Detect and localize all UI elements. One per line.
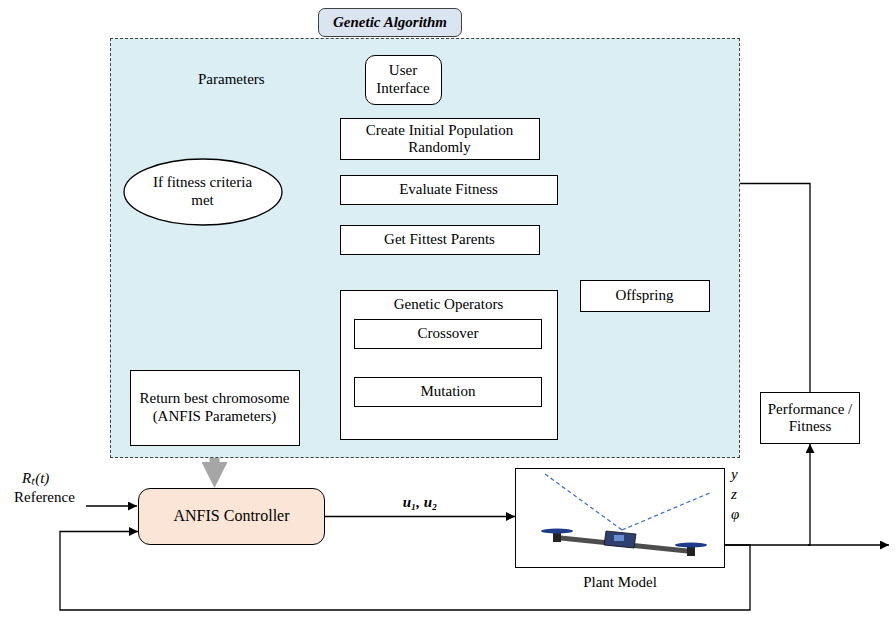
process-box: Mutation [354,377,542,407]
process-box: Crossover [354,319,542,349]
decision-ellipse: If fitness criteria met [123,158,283,226]
process-box: Create Initial Population Randomly [340,118,540,161]
signal-name: Rₜ(t) [22,470,49,487]
output-name: y [731,466,738,483]
plant-frame [515,468,725,568]
process-box: Get Fittest Parents [340,225,540,255]
operator-group: CrossoverMutation Genetic Operators [340,290,558,440]
process-box: Performance / Fitness [760,392,860,444]
signal-name: Parameters [198,71,265,88]
node-heading: Plant Model [515,574,725,591]
drone-body [604,531,636,548]
node-text: Return best chromosome (ANFIS Parameters… [137,390,293,425]
node-text: Create Initial Population Randomly [347,122,533,157]
connector [725,444,810,545]
node-text: If fitness criteria met [147,174,259,209]
dashed-cable [545,474,622,530]
node-text: User Interface [372,62,435,97]
output-name: z [731,486,737,503]
plant-box: Plant Model [515,468,725,596]
ga-region: User InterfaceCreate Initial Population … [110,38,740,458]
controller-box: ANFIS Controller [138,488,325,545]
reference-arrow [86,505,137,506]
output-name: φ [731,506,739,523]
drone-rotor [675,543,707,548]
drone-sensor [614,535,624,541]
drone-rotor [541,529,573,534]
dashed-cable [622,492,712,530]
node-text: ANFIS Controller [174,507,290,525]
node-text: Evaluate Fitness [399,181,498,198]
node-heading: Genetic Algorithm [318,8,462,37]
node-text: Crossover [418,325,479,342]
process-box: Evaluate Fitness [340,175,558,205]
drone-illustration [541,474,712,556]
node-text: Mutation [421,383,476,400]
signal-label: u₁, u₂ [401,494,440,511]
process-box: User Interface [365,55,442,105]
output-arrow [808,544,889,545]
process-box: Offspring [580,280,710,312]
node-text: Performance / Fitness [767,401,853,436]
node-text: Offspring [615,287,673,304]
ellipse-shape [124,159,282,225]
node-heading: Genetic Operators [341,291,557,313]
signal-name: Reference [14,489,75,506]
connector [325,516,515,517]
node-text: Get Fittest Parents [384,231,495,248]
process-box: Return best chromosome (ANFIS Parameters… [130,370,300,446]
